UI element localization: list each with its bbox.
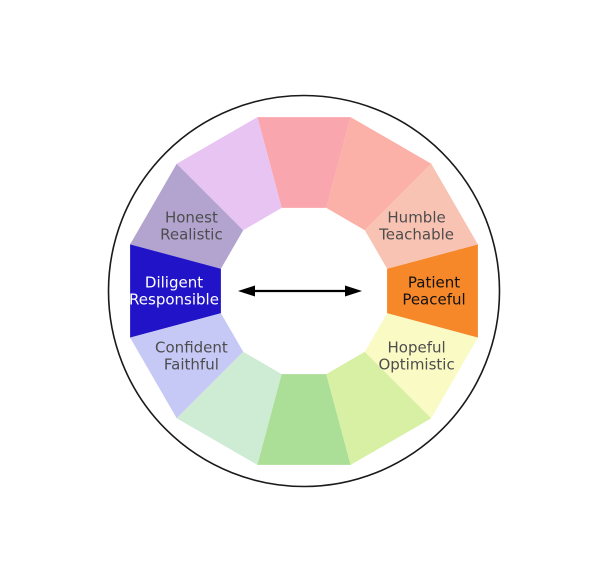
segment-label-line: Honest — [165, 209, 218, 227]
wheel-segment-unlabeled-10 — [326, 351, 432, 465]
segment-label-line: Humble — [387, 209, 445, 227]
wheel-segment-patient-peaceful — [387, 244, 478, 338]
wheel-segment-diligent-responsible — [130, 244, 221, 338]
wheel-segment-honest-realistic — [130, 163, 244, 269]
segment-label-line: Hopeful — [387, 339, 445, 357]
arrow-head-right — [345, 285, 362, 297]
segment-label-line: Responsible — [129, 291, 219, 309]
segment-label-line: Patient — [408, 274, 460, 292]
wheel-segment-confident-faithful — [130, 313, 244, 419]
segment-label-line: Optimistic — [378, 356, 454, 374]
segment-label-line: Confident — [155, 339, 228, 357]
wheel-segment-unlabeled-3 — [257, 117, 351, 208]
segment-label-line: Teachable — [378, 226, 454, 244]
segment-label-line: Peaceful — [402, 291, 465, 309]
wheel-segment-humble-teachable — [364, 163, 478, 269]
segment-label-line: Faithful — [164, 356, 219, 374]
wheel-segment-unlabeled-8 — [176, 351, 282, 465]
wheel-segment-unlabeled-2 — [326, 117, 432, 231]
segment-label-line: Diligent — [145, 274, 203, 292]
wheel-segment-unlabeled-9 — [257, 374, 351, 465]
double-arrow-icon — [238, 285, 362, 297]
wheel-segment-unlabeled-4 — [176, 117, 282, 231]
arrow-head-left — [238, 285, 255, 297]
wheel-segment-hopeful-optimistic — [364, 313, 478, 419]
segment-label-line: Realistic — [160, 226, 223, 244]
